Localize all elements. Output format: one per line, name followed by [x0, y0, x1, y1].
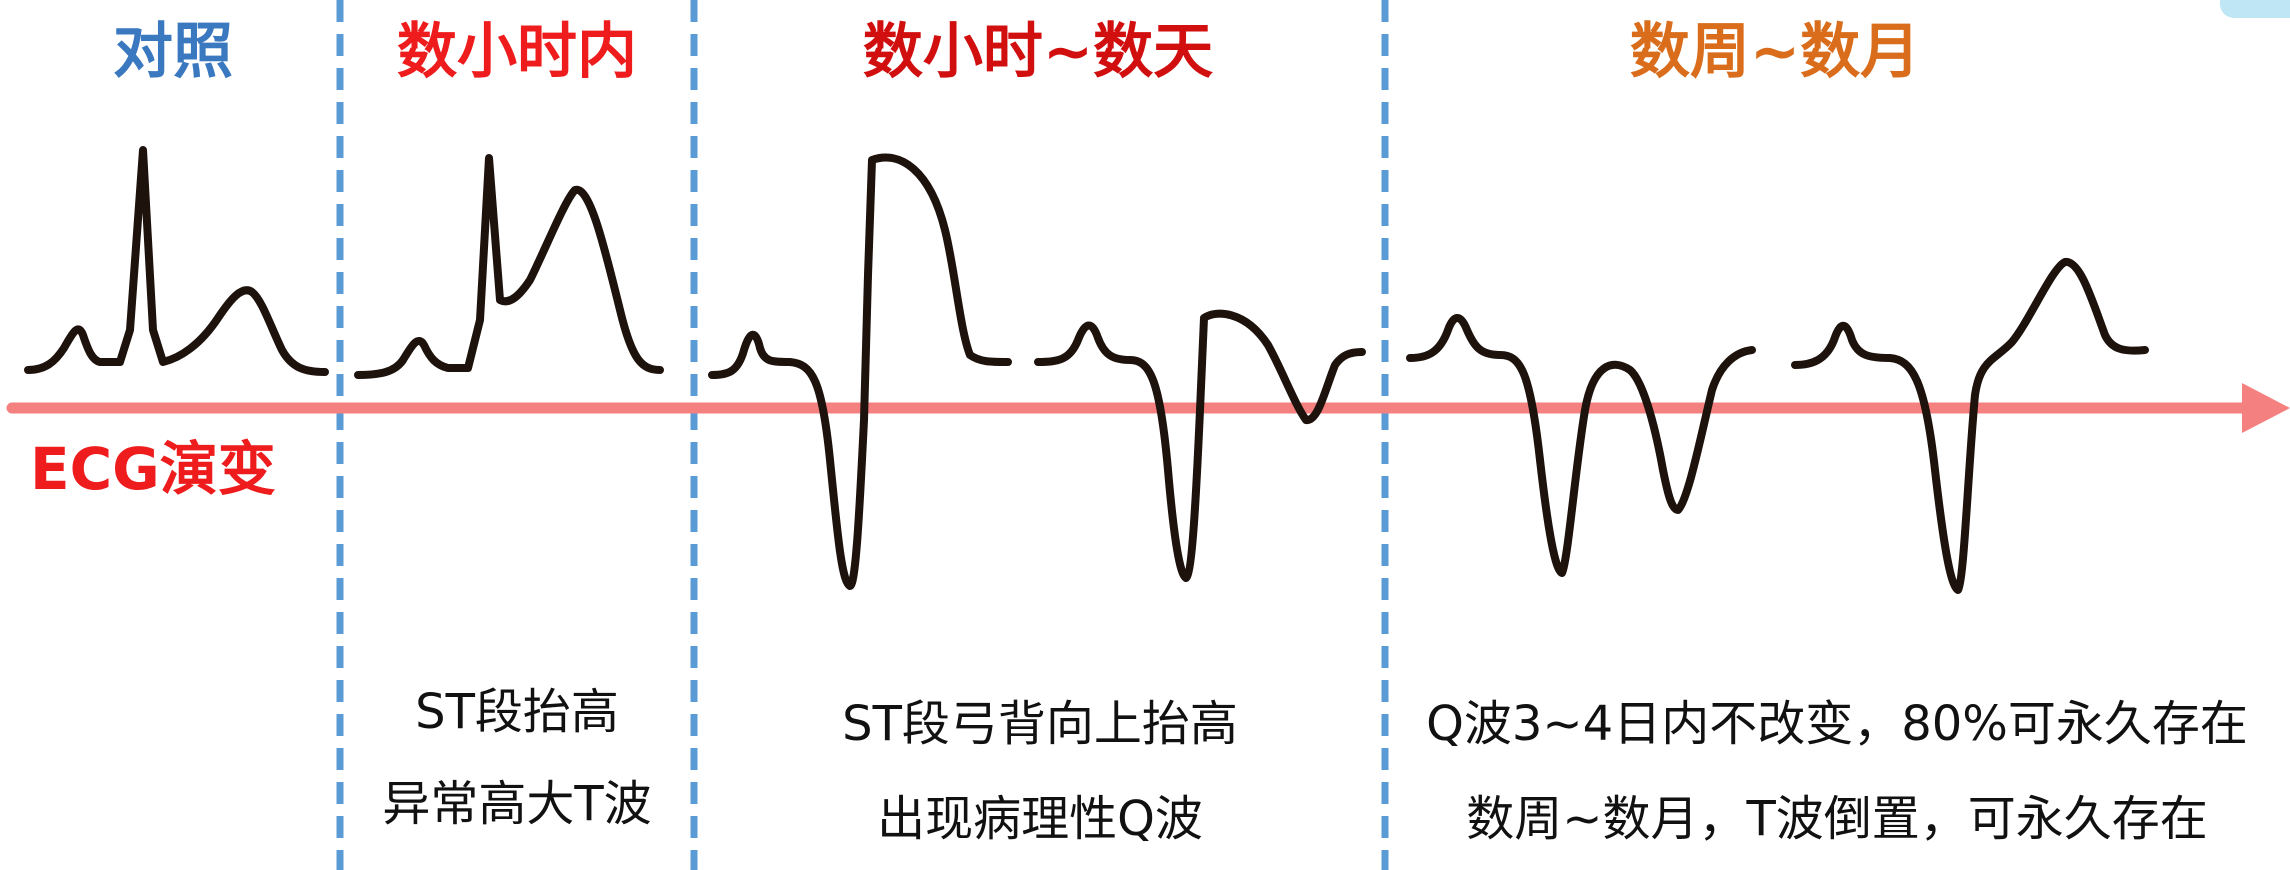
phase-desc-hours-line-1: ST段抬高: [415, 684, 619, 740]
phase-desc-days-line-1: ST段弓背向上抬高: [842, 696, 1238, 752]
ecg-trace-weeks-left: [1406, 314, 1756, 577]
phase-desc-weeks-line-1: Q波3~4日内不改变，80%可永久存在: [1426, 696, 2248, 752]
phase-title-weeks: 数周~数月: [1629, 17, 1921, 87]
ecg-trace-days-right: [1034, 309, 1366, 582]
axis-label: ECG演变: [30, 435, 276, 503]
phase-title-control: 对照: [113, 17, 233, 87]
phase-title-days: 数小时~数天: [862, 17, 1214, 87]
ecg-trace-control: [24, 146, 329, 376]
ecg-trace-hours: [354, 154, 664, 379]
phase-desc-hours-line-2: 异常高大T波: [382, 776, 652, 832]
phase-title-hours: 数小时内: [397, 17, 637, 87]
phase-desc-days-line-2: 出现病理性Q波: [877, 791, 1203, 847]
arrow-right-icon: [2242, 383, 2290, 433]
phase-desc-weeks-line-2: 数周~数月，T波倒置，可永久存在: [1466, 791, 2208, 847]
ecg-trace-weeks-right: [1791, 258, 2149, 594]
logo-icon: [2220, 0, 2290, 18]
ecg-trace-days-left: [708, 153, 1012, 590]
